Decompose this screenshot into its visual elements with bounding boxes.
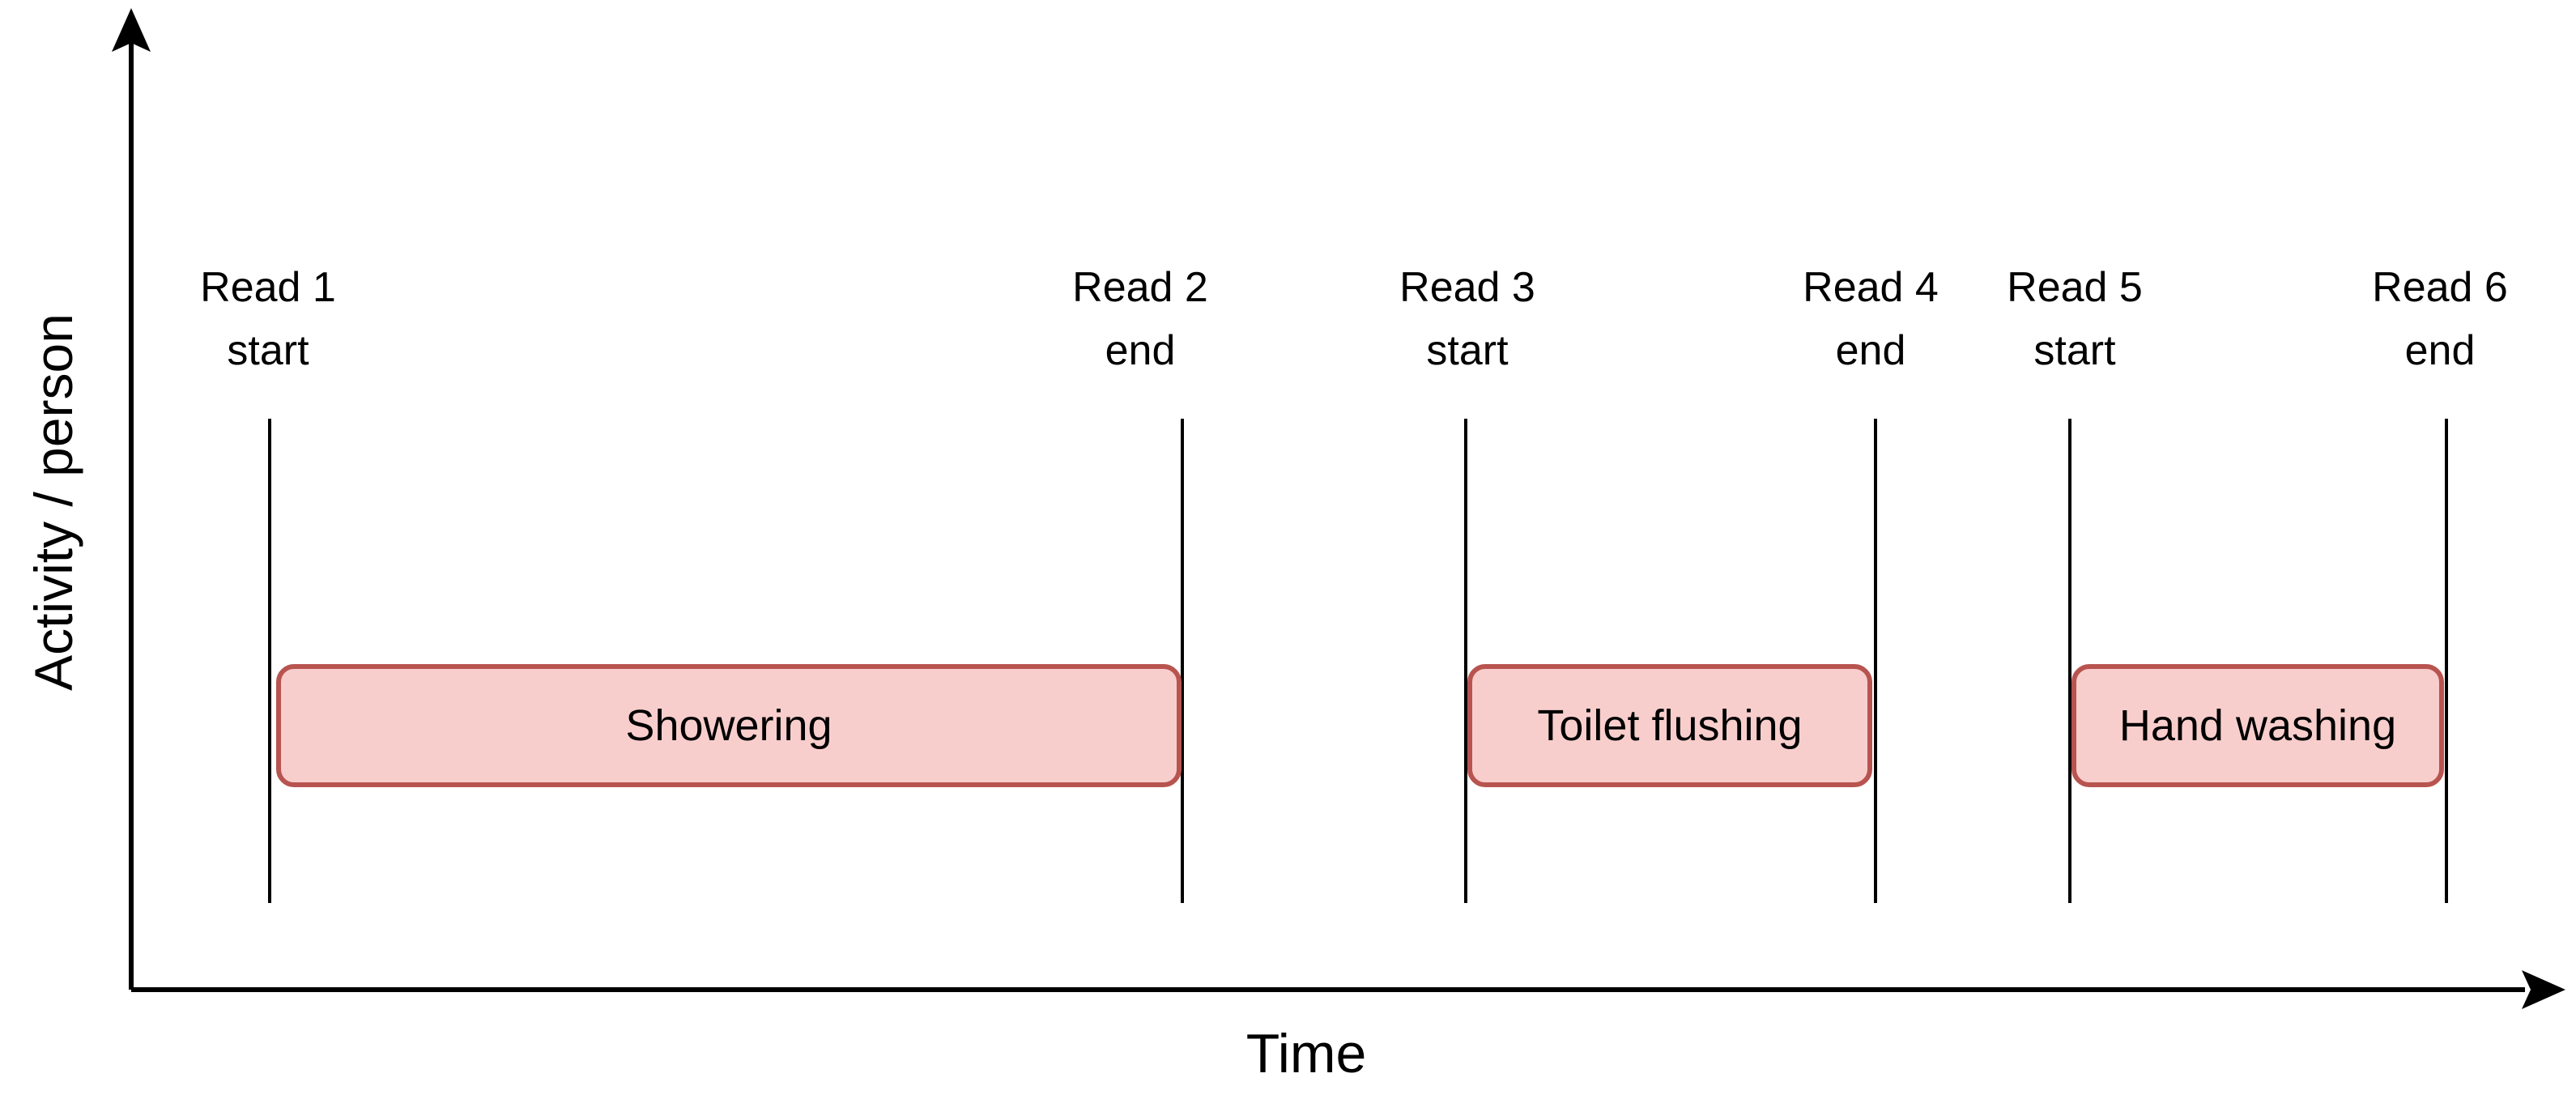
y-axis-label: Activity / person <box>23 313 83 691</box>
read-1-label: Read 1 start <box>200 256 336 382</box>
read-5-label-line1: Read 5 <box>2007 264 2143 311</box>
read-3-label-line1: Read 3 <box>1399 264 1535 311</box>
y-axis-arrowhead <box>112 8 151 52</box>
read-6-label: Read 6 end <box>2372 256 2508 382</box>
x-axis-arrowhead <box>2522 970 2565 1009</box>
activity-box-showering: Showering <box>276 664 1182 787</box>
activity-label-showering: Showering <box>625 701 832 750</box>
read-4-label-line2: end <box>1835 327 1906 374</box>
activity-box-hand-washing: Hand washing <box>2071 664 2444 787</box>
read-1-label-line1: Read 1 <box>200 264 336 311</box>
read-4-label-line1: Read 4 <box>1803 264 1939 311</box>
activity-label-toilet-flushing: Toilet flushing <box>1537 701 1803 750</box>
read-2-label: Read 2 end <box>1072 256 1208 382</box>
read-1-label-line2: start <box>227 327 309 374</box>
read-3-label-line2: start <box>1426 327 1509 374</box>
activity-label-hand-washing: Hand washing <box>2118 701 2397 750</box>
read-5-label-line2: start <box>2033 327 2116 374</box>
activity-box-toilet-flushing: Toilet flushing <box>1467 664 1872 787</box>
read-2-label-line2: end <box>1105 327 1176 374</box>
read-6-label-line1: Read 6 <box>2372 264 2508 311</box>
read-3-label: Read 3 start <box>1399 256 1535 382</box>
read-4-label: Read 4 end <box>1803 256 1939 382</box>
read-5-label: Read 5 start <box>2007 256 2143 382</box>
read-6-label-line2: end <box>2404 327 2476 374</box>
read-2-label-line1: Read 2 <box>1072 264 1208 311</box>
x-axis-label: Time <box>1245 1023 1367 1084</box>
